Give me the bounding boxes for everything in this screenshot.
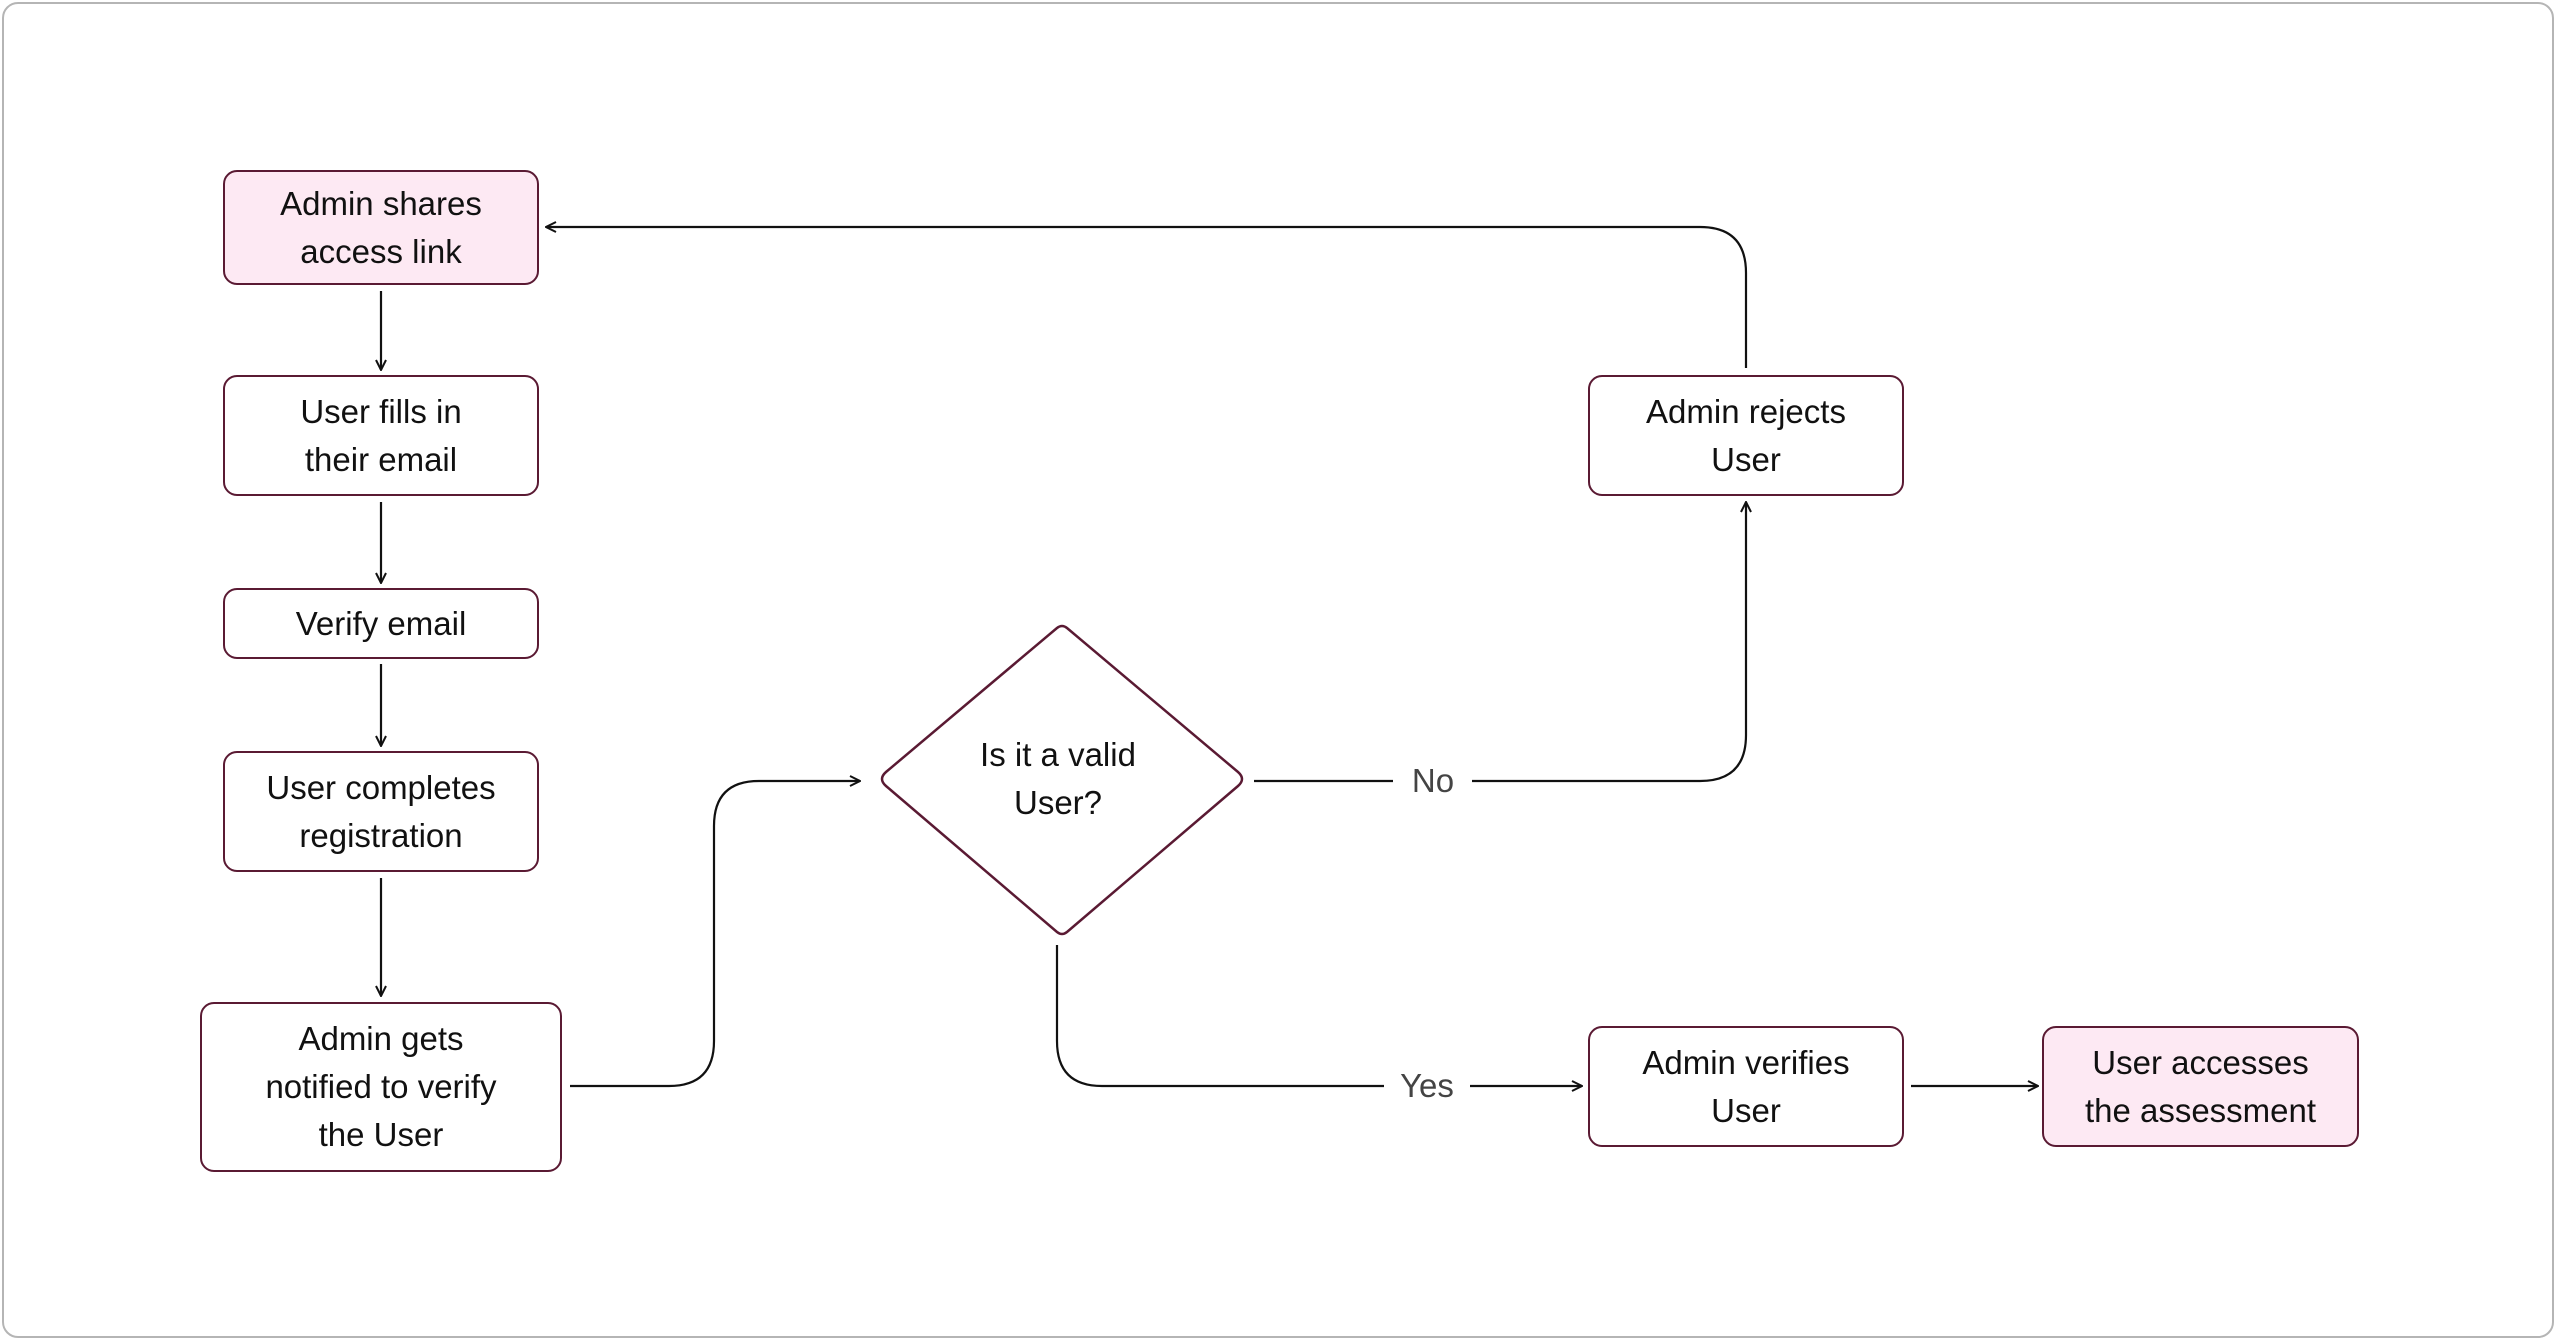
decision-label: Is it a valid User? xyxy=(980,736,1136,821)
decision-label-box: Is it a valid User? xyxy=(928,684,1188,874)
decision-diamond xyxy=(880,624,1244,936)
node-user-fills-email-label: User fills in their email xyxy=(300,392,462,478)
node-admin-gets-notified: Admin gets notified to verify the User xyxy=(200,1002,562,1172)
node-admin-rejects-user-label: Admin rejects User xyxy=(1646,392,1846,478)
edge-rejects-to-share xyxy=(546,227,1748,368)
node-admin-verifies-user-label: Admin verifies User xyxy=(1642,1043,1850,1129)
node-user-accesses-assessment: User accesses the assessment xyxy=(2042,1026,2359,1147)
edge-decision-no-to-rejects xyxy=(1254,502,1746,783)
edge-decision-yes-to-verifies xyxy=(1055,945,1582,1086)
node-user-fills-email: User fills in their email xyxy=(223,375,539,496)
edge-label-no: No xyxy=(1400,761,1466,801)
node-verify-email: Verify email xyxy=(223,588,539,659)
node-admin-rejects-user: Admin rejects User xyxy=(1588,375,1904,496)
node-admin-shares-link: Admin shares access link xyxy=(223,170,539,285)
edge-notified-to-decision xyxy=(570,781,860,1088)
node-admin-gets-notified-label: Admin gets notified to verify the User xyxy=(265,1020,497,1153)
node-admin-verifies-user: Admin verifies User xyxy=(1588,1026,1904,1147)
node-user-accesses-assessment-label: User accesses the assessment xyxy=(2084,1043,2317,1129)
node-user-completes-registration-label: User completes registration xyxy=(266,768,496,854)
node-user-completes-registration: User completes registration xyxy=(223,751,539,872)
edge-label-yes: Yes xyxy=(1388,1066,1466,1106)
node-admin-shares-link-label: Admin shares access link xyxy=(280,184,482,270)
node-verify-email-label: Verify email xyxy=(295,604,467,642)
